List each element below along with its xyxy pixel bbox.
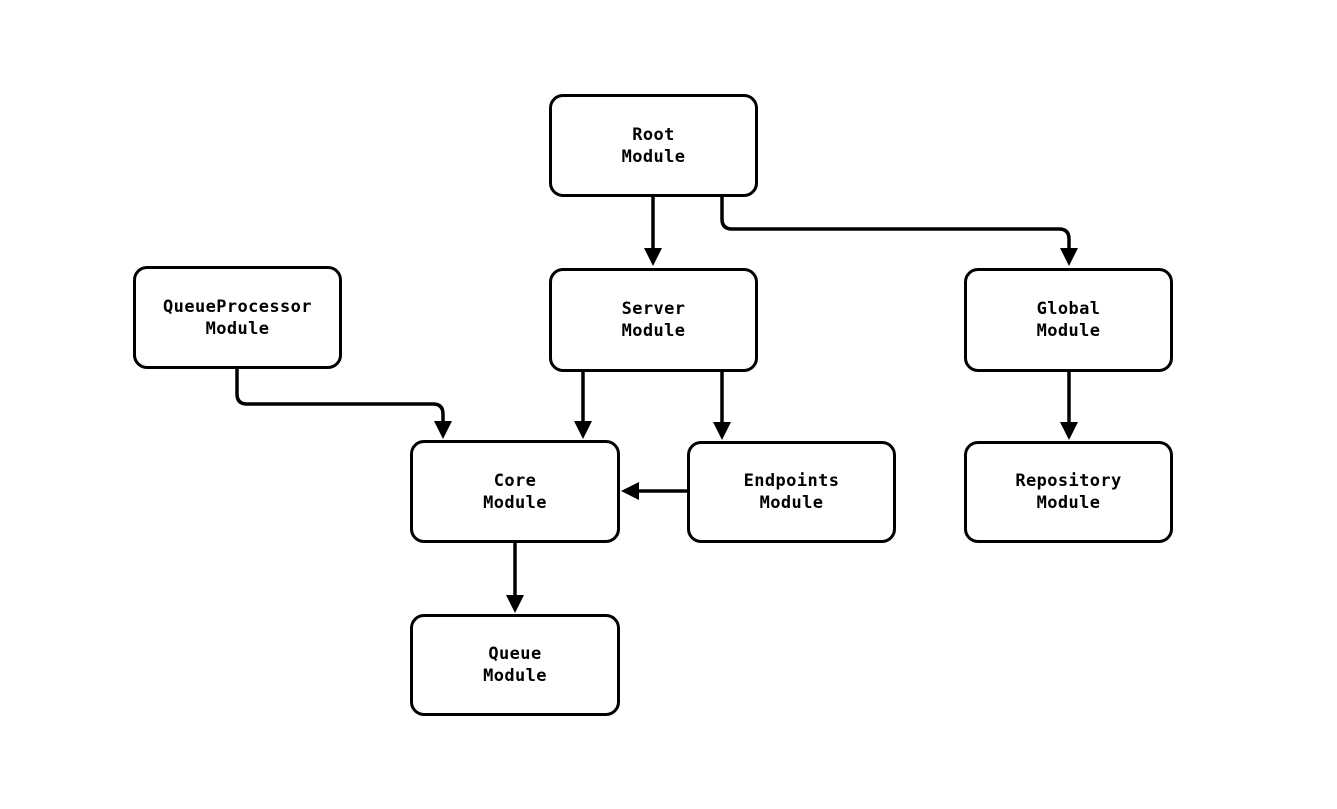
node-global-label-line1: Global (1036, 299, 1101, 319)
edge-server-endpoints (713, 372, 731, 440)
edge-server-core (574, 372, 592, 439)
edge-global-repository (1060, 372, 1078, 440)
node-server-label-line2: Module (621, 321, 686, 341)
edge-endpoints-core (621, 482, 687, 500)
node-endpoints[interactable]: Endpoints Module (687, 441, 896, 543)
node-queueprocessor[interactable]: QueueProcessor Module (133, 266, 342, 369)
edge-queueprocessor-core (235, 369, 452, 439)
node-endpoints-label-line1: Endpoints (743, 471, 840, 491)
node-endpoints-label-line2: Module (759, 493, 824, 513)
node-server-label-line1: Server (621, 299, 686, 319)
node-repository-label-line1: Repository (1015, 471, 1122, 491)
node-core-label-line1: Core (493, 470, 537, 491)
node-repository-label-line2: Module (1036, 493, 1101, 513)
node-root-label-line1: Root (632, 124, 675, 145)
node-queue-label-line1: Queue (488, 644, 542, 664)
edge-root-server (644, 197, 662, 266)
node-repository[interactable]: Repository Module (964, 441, 1173, 543)
edge-root-global (720, 197, 1078, 266)
node-global[interactable]: Global Module (964, 268, 1173, 372)
node-core[interactable]: Core Module (410, 440, 620, 543)
node-queue[interactable]: Queue Module (410, 614, 620, 716)
node-queueprocessor-label-line2: Module (205, 318, 270, 339)
node-root-label-line2: Module (621, 146, 686, 167)
node-core-label-line2: Module (483, 492, 547, 513)
node-server[interactable]: Server Module (549, 268, 758, 372)
node-root[interactable]: Root Module (549, 94, 758, 197)
node-queueprocessor-label-line1: QueueProcessor (163, 296, 312, 317)
edge-core-queue (506, 543, 524, 613)
node-queue-label-line2: Module (483, 666, 547, 686)
node-global-label-line2: Module (1036, 321, 1101, 341)
